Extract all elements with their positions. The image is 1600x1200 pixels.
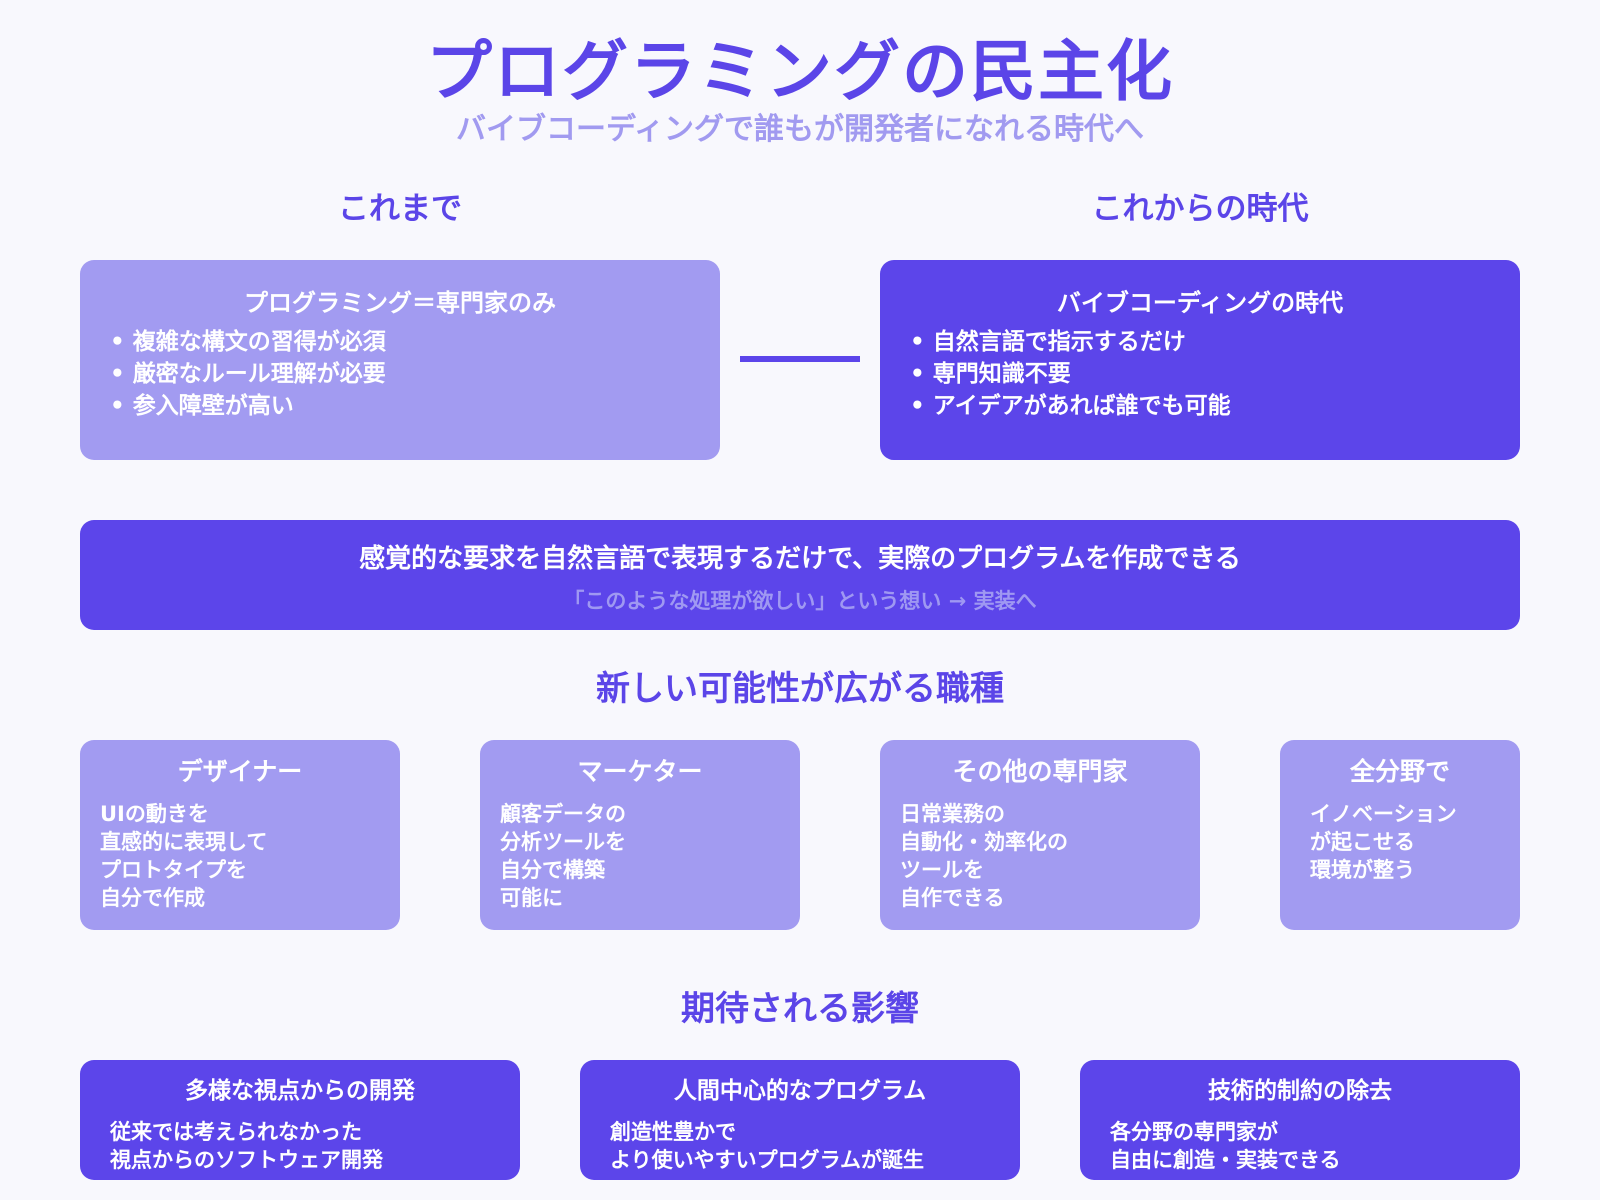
impact-card-line: 自由に創造・実装できる — [1110, 1148, 1341, 1172]
after-box: バイブコーディングの時代 自然言語で指示するだけ 専門知識不要 アイデアがあれば… — [880, 260, 1520, 460]
impact-card-human-centric: 人間中心的なプログラム 創造性豊かで より使いやすいプログラムが誕生 — [580, 1060, 1020, 1180]
after-item: アイデアがあれば誰でも可能 — [910, 390, 1231, 422]
role-card-body: イノベーション が起こせる 環境が整う — [1310, 800, 1457, 884]
impact-card-diverse: 多様な視点からの開発 従来では考えられなかった 視点からのソフトウェア開発 — [80, 1060, 520, 1180]
key-message-banner: 感覚的な要求を自然言語で表現するだけで、実際のプログラムを作成できる 「このよう… — [80, 520, 1520, 630]
before-list: 複雑な構文の習得が必須 厳密なルール理解が必要 参入障壁が高い — [110, 326, 386, 422]
before-item: 参入障壁が高い — [110, 390, 386, 422]
role-card-line: ツールを — [900, 858, 984, 882]
role-card-line: 日常業務の — [900, 802, 1005, 826]
role-card-marketer: マーケター 顧客データの 分析ツールを 自分で構築 可能に — [480, 740, 800, 930]
impact-heading: 期待される影響 — [681, 989, 919, 1029]
impact-card-line: 視点からのソフトウェア開発 — [110, 1148, 383, 1172]
impact-card-line: 従来では考えられなかった — [110, 1120, 362, 1144]
page-subtitle: バイブコーディングで誰もが開発者になれる時代へ — [456, 112, 1144, 147]
role-card-all-fields: 全分野で イノベーション が起こせる 環境が整う — [1280, 740, 1520, 930]
before-item: 厳密なルール理解が必要 — [110, 358, 386, 390]
role-card-designer: デザイナー UIの動きを 直感的に表現して プロトタイプを 自分で作成 — [80, 740, 400, 930]
role-card-title: 全分野で — [1349, 757, 1450, 786]
impact-card-line: 各分野の専門家が — [1110, 1120, 1278, 1144]
role-card-line: 自分で作成 — [100, 886, 205, 910]
impact-card-no-constraints: 技術的制約の除去 各分野の専門家が 自由に創造・実装できる — [1080, 1060, 1520, 1180]
after-item: 自然言語で指示するだけ — [910, 326, 1231, 358]
impact-card-title: 技術的制約の除去 — [1208, 1078, 1392, 1104]
banner-sub-text: 「このような処理が欲しい」という想い → 実装へ — [563, 589, 1037, 613]
role-card-title: デザイナー — [177, 757, 303, 786]
role-card-line: 自作できる — [900, 886, 1005, 910]
role-card-line: 可能に — [500, 886, 563, 910]
impact-card-body: 創造性豊かで より使いやすいプログラムが誕生 — [610, 1118, 924, 1174]
before-box: プログラミング＝専門家のみ 複雑な構文の習得が必須 厳密なルール理解が必要 参入… — [80, 260, 720, 460]
connector-line — [740, 356, 860, 362]
role-card-body: 顧客データの 分析ツールを 自分で構築 可能に — [500, 800, 626, 912]
after-heading: これからの時代 — [1091, 191, 1309, 227]
role-card-line: イノベーション — [1310, 802, 1457, 826]
before-heading: これまで — [338, 191, 462, 227]
after-list: 自然言語で指示するだけ 専門知識不要 アイデアがあれば誰でも可能 — [910, 326, 1231, 422]
after-item: 専門知識不要 — [910, 358, 1231, 390]
role-card-body: 日常業務の 自動化・効率化の ツールを 自作できる — [900, 800, 1068, 912]
role-card-line: プロトタイプを — [100, 858, 247, 882]
role-card-title: その他の専門家 — [952, 757, 1128, 786]
before-box-title: プログラミング＝専門家のみ — [244, 289, 556, 317]
role-card-other-experts: その他の専門家 日常業務の 自動化・効率化の ツールを 自作できる — [880, 740, 1200, 930]
impact-card-body: 従来では考えられなかった 視点からのソフトウェア開発 — [110, 1118, 383, 1174]
page-title: プログラミングの民主化 — [426, 33, 1174, 110]
role-card-line: UIの動きを — [100, 802, 209, 826]
impact-card-title: 多様な視点からの開発 — [185, 1078, 415, 1104]
before-item: 複雑な構文の習得が必須 — [110, 326, 386, 358]
role-card-line: 環境が整う — [1310, 858, 1415, 882]
role-card-body: UIの動きを 直感的に表現して プロトタイプを 自分で作成 — [100, 800, 267, 912]
after-box-title: バイブコーディングの時代 — [1056, 289, 1344, 317]
role-card-line: が起こせる — [1310, 830, 1415, 854]
impact-card-title: 人間中心的なプログラム — [673, 1078, 927, 1104]
banner-main-text: 感覚的な要求を自然言語で表現するだけで、実際のプログラムを作成できる — [359, 544, 1241, 574]
role-card-line: 自分で構築 — [500, 858, 605, 882]
role-card-title: マーケター — [577, 757, 703, 786]
impact-card-line: より使いやすいプログラムが誕生 — [610, 1148, 924, 1172]
role-card-line: 顧客データの — [500, 802, 626, 826]
role-card-line: 自動化・効率化の — [900, 830, 1068, 854]
roles-heading: 新しい可能性が広がる職種 — [596, 669, 1004, 709]
impact-card-line: 創造性豊かで — [610, 1120, 736, 1144]
role-card-line: 直感的に表現して — [100, 830, 268, 854]
impact-card-body: 各分野の専門家が 自由に創造・実装できる — [1110, 1118, 1341, 1174]
role-card-line: 分析ツールを — [500, 830, 626, 854]
